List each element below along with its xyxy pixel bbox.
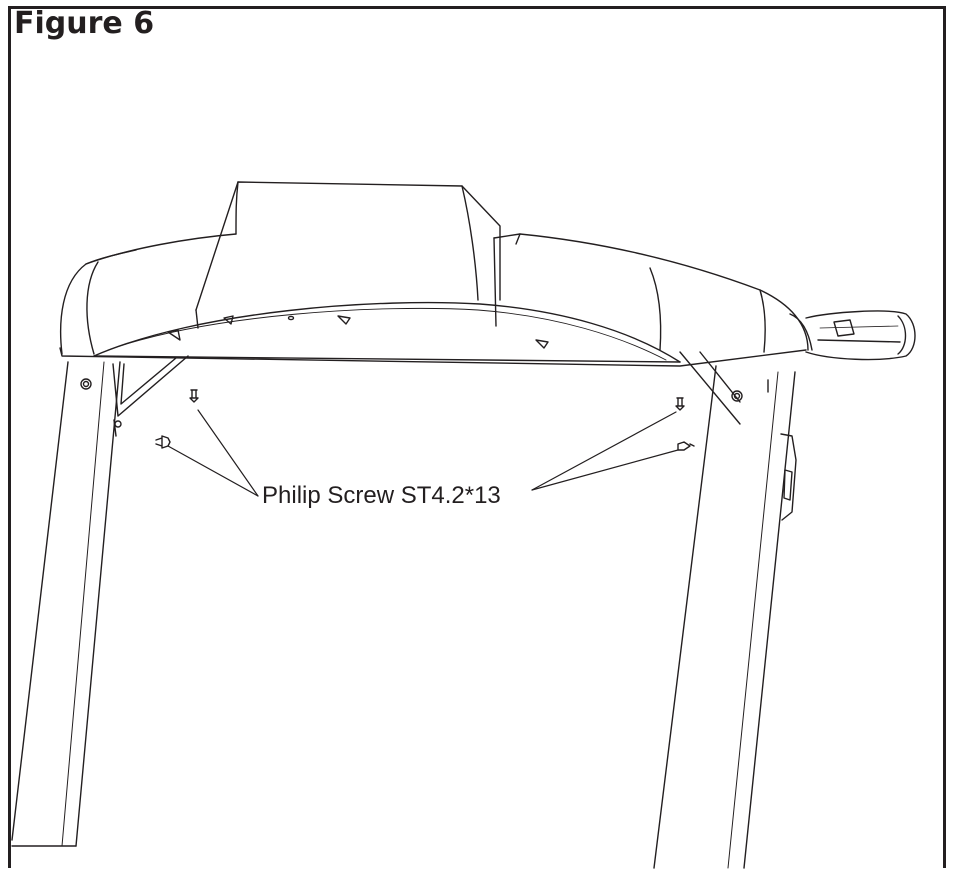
- console-housing: [59, 181, 916, 367]
- screw-top-right: [675, 397, 685, 411]
- right-bracket: [679, 351, 741, 425]
- figure-frame: [8, 6, 946, 868]
- screw-bottom-right: [677, 441, 695, 451]
- screw-bottom-left: [155, 435, 171, 449]
- left-upright-post: [11, 361, 122, 847]
- screw-top-left: [189, 389, 199, 403]
- left-bracket: [112, 355, 189, 417]
- screw-callout-label: Philip Screw ST4.2*13: [262, 482, 501, 509]
- right-upright-post: [653, 365, 797, 869]
- callout-leaders: [167, 409, 679, 497]
- figure-title: Figure 6: [14, 6, 155, 41]
